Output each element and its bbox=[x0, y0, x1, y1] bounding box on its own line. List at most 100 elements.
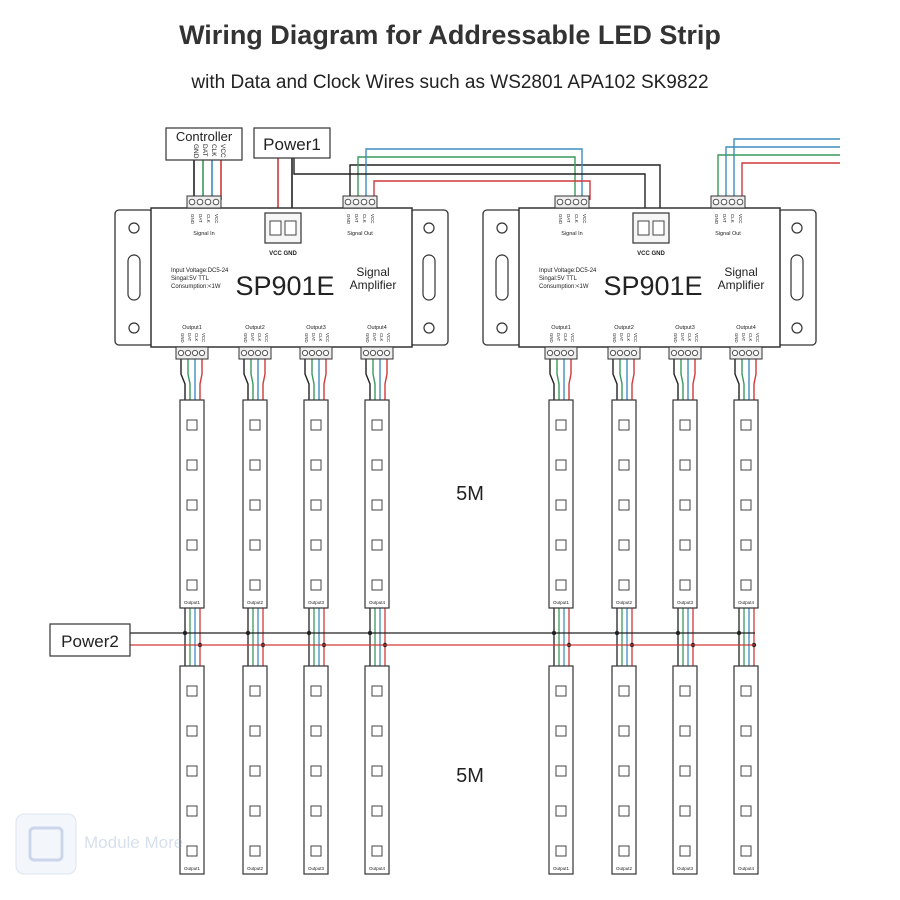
pin-label: GND bbox=[673, 333, 678, 343]
vcc-gnd-label: VCC GND bbox=[269, 251, 297, 257]
led-chip bbox=[371, 685, 383, 697]
output-label: Output3 bbox=[306, 325, 326, 331]
pin-label: DAT bbox=[680, 333, 685, 342]
controller-pin-label: DAT bbox=[201, 144, 208, 157]
signal-in-label: Signal In bbox=[193, 231, 214, 237]
power1-wire-gnd bbox=[293, 158, 646, 216]
pin-label: GND bbox=[365, 333, 370, 343]
pin-socket bbox=[240, 349, 248, 357]
strip-output-label: Output4 bbox=[369, 600, 386, 605]
pin-label: CLK bbox=[730, 214, 735, 223]
screw-hole bbox=[423, 222, 435, 234]
led-chip bbox=[186, 805, 198, 817]
pin-socket bbox=[308, 349, 316, 357]
led-chip bbox=[618, 805, 630, 817]
screw-hole bbox=[791, 222, 803, 234]
pin-label: GND bbox=[549, 333, 554, 343]
pin-socket bbox=[560, 349, 568, 357]
output-wire bbox=[187, 359, 191, 400]
signal-out-label: Signal Out bbox=[347, 231, 373, 237]
led-chip bbox=[371, 765, 383, 777]
signal-out-connector bbox=[710, 195, 746, 209]
output-wire bbox=[199, 359, 203, 400]
led-chip bbox=[679, 725, 691, 737]
pin-socket bbox=[616, 349, 624, 357]
controller-pin-label: VCC bbox=[219, 144, 226, 158]
led-strip: Output4 bbox=[733, 399, 759, 609]
pin-socket bbox=[738, 349, 746, 357]
led-chip bbox=[618, 419, 630, 431]
pin-socket bbox=[322, 349, 330, 357]
pin-label: DAT bbox=[372, 333, 377, 342]
type-label-amplifier: Amplifier bbox=[718, 278, 765, 292]
output-wire bbox=[304, 359, 310, 400]
pin-socket bbox=[736, 198, 744, 206]
pin-label: DAT bbox=[556, 333, 561, 342]
led-chip bbox=[310, 539, 322, 551]
led-strip: Output1 bbox=[179, 399, 205, 609]
pin-socket bbox=[745, 349, 753, 357]
led-strip: Output4 bbox=[364, 665, 390, 875]
pin-label: DAT bbox=[198, 214, 203, 223]
led-chip bbox=[249, 805, 261, 817]
led-strip: Output3 bbox=[672, 665, 698, 875]
output-wire bbox=[619, 359, 623, 400]
led-chip bbox=[310, 499, 322, 511]
pin-label: VCC bbox=[201, 333, 206, 342]
pin-socket bbox=[553, 349, 561, 357]
spec-signal: Singal:5V TTL bbox=[539, 276, 578, 282]
terminal-screw bbox=[284, 220, 297, 236]
output-wire bbox=[180, 359, 186, 400]
led-chip bbox=[618, 579, 630, 591]
led-chip bbox=[740, 419, 752, 431]
pin-label: CLK bbox=[206, 214, 211, 223]
screw-hole bbox=[128, 322, 140, 334]
led-chip bbox=[249, 579, 261, 591]
led-chip bbox=[679, 419, 691, 431]
led-chip bbox=[310, 725, 322, 737]
led-chip bbox=[555, 725, 567, 737]
pin-socket bbox=[212, 198, 220, 206]
led-strip: Output1 bbox=[548, 665, 574, 875]
led-strip: Output1 bbox=[179, 665, 205, 875]
pin-socket bbox=[360, 198, 368, 206]
led-chip bbox=[555, 419, 567, 431]
led-chip bbox=[618, 539, 630, 551]
pin-socket bbox=[580, 198, 588, 206]
pin-socket bbox=[177, 349, 185, 357]
type-label-signal: Signal bbox=[356, 265, 389, 279]
led-chip bbox=[618, 765, 630, 777]
pin-label: DAT bbox=[354, 214, 359, 223]
led-chip bbox=[186, 499, 198, 511]
led-chip bbox=[186, 845, 198, 857]
pin-socket bbox=[752, 349, 760, 357]
spec-signal: Singal:5V TTL bbox=[171, 276, 210, 282]
screw-hole bbox=[423, 322, 435, 334]
strip-output-label: Output1 bbox=[184, 600, 201, 605]
pin-socket bbox=[712, 198, 720, 206]
led-chip bbox=[249, 845, 261, 857]
model-name: SP901E bbox=[603, 271, 702, 301]
power1-label-box: Power1 bbox=[253, 127, 331, 159]
pin-label: GND bbox=[734, 333, 739, 343]
pin-label: DAT bbox=[722, 214, 727, 223]
out-wire-clk2 bbox=[733, 138, 840, 200]
pin-label: VCC bbox=[694, 333, 699, 342]
led-chip bbox=[186, 419, 198, 431]
led-chip bbox=[740, 685, 752, 697]
pin-label: CLK bbox=[626, 333, 631, 341]
pin-socket bbox=[301, 349, 309, 357]
led-chip bbox=[679, 685, 691, 697]
strip-output-label: Output1 bbox=[553, 600, 570, 605]
pin-label: CLK bbox=[687, 333, 692, 341]
led-chip bbox=[740, 805, 752, 817]
spec-input-voltage: Input Voltage:DC5-24 bbox=[171, 268, 229, 274]
led-chip bbox=[555, 845, 567, 857]
led-chip bbox=[679, 539, 691, 551]
led-chip bbox=[310, 765, 322, 777]
led-strip: Output2 bbox=[242, 399, 268, 609]
mount-slot bbox=[422, 254, 436, 301]
